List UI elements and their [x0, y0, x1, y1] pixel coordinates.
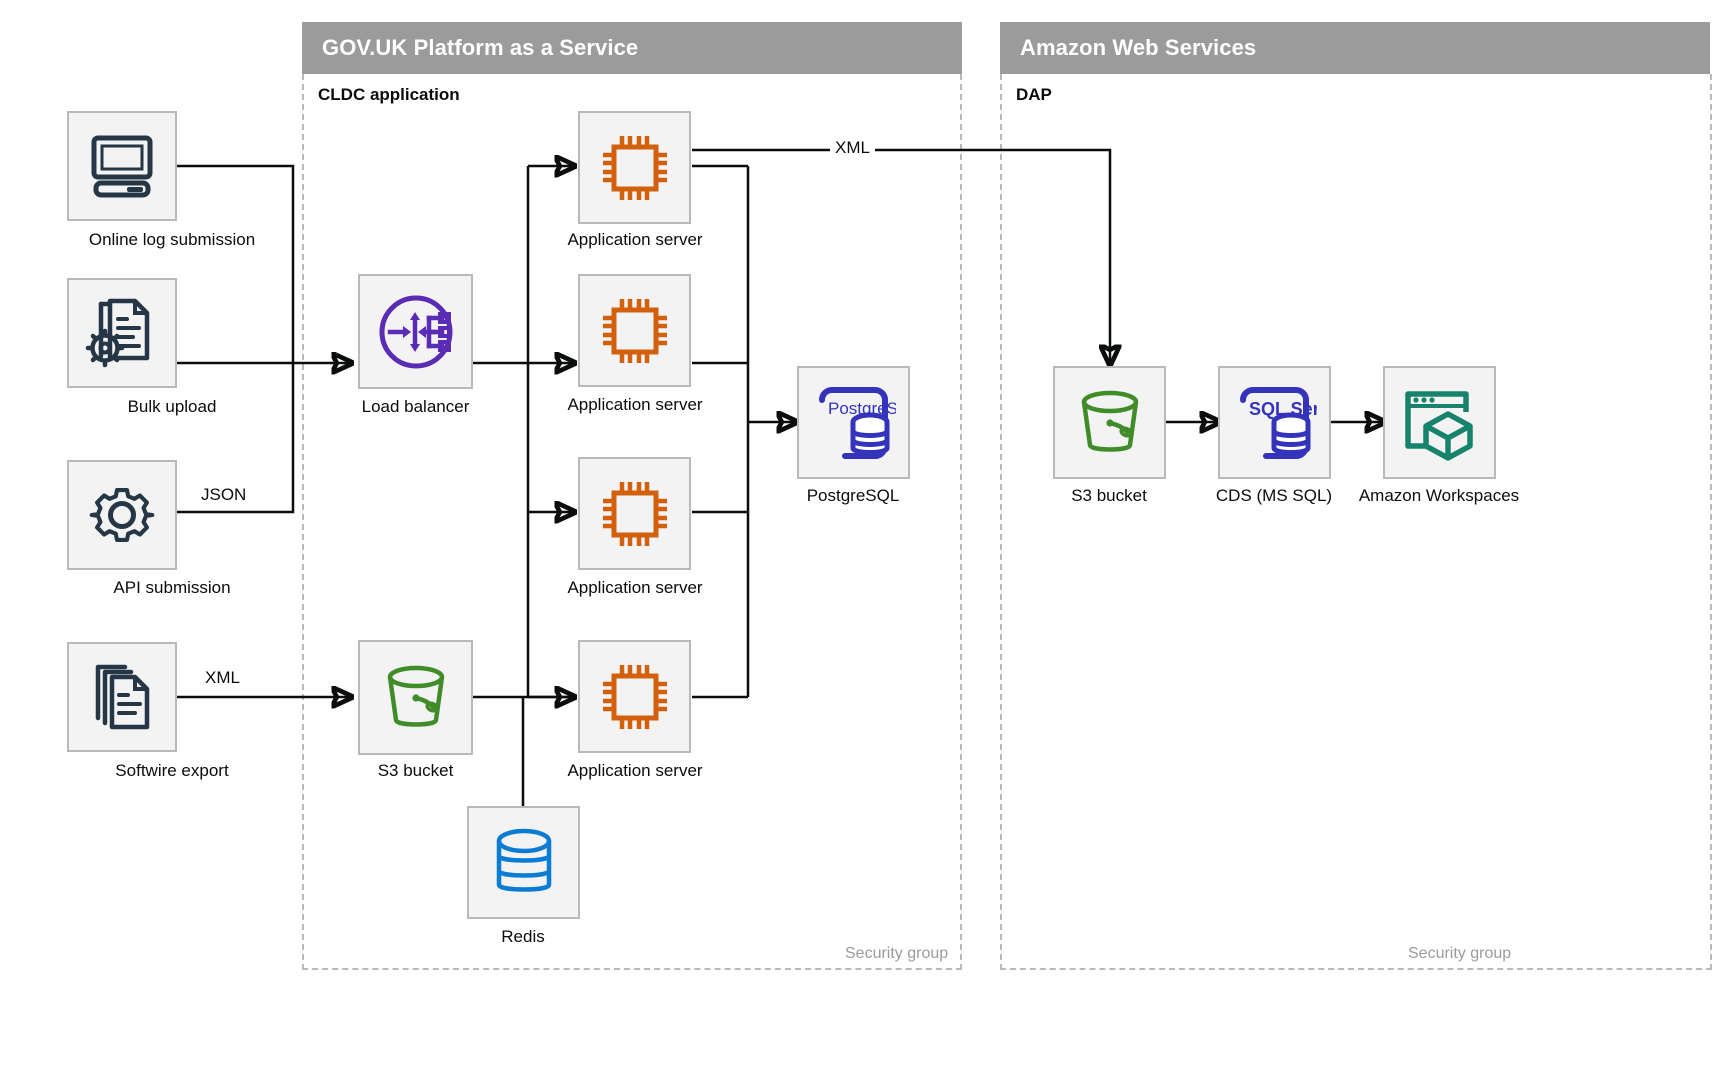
node-label-app-server-2: Application server: [567, 395, 703, 414]
node-label-online-log-submission: Online log submission: [88, 230, 256, 249]
sql-server-icon: SQL Server: [1239, 386, 1317, 459]
node-box-postgresql: PostgreSQL: [797, 366, 910, 479]
node-label-s3-bucket-paas: S3 bucket: [377, 761, 454, 780]
node-label-load-balancer: Load balancer: [361, 397, 470, 416]
documents-stack-icon: [95, 664, 150, 730]
node-box-api-submission: [67, 460, 177, 570]
group-body-aws: [1000, 74, 1712, 970]
edge-label-xml-softwire: XML: [200, 668, 245, 688]
bucket-icon: [1081, 390, 1138, 452]
node-amazon-workspaces[interactable]: [1383, 366, 1496, 479]
node-load-balancer[interactable]: [358, 274, 473, 389]
node-app-server-4[interactable]: [578, 640, 691, 753]
node-label-softwire-export: Softwire export: [115, 761, 229, 780]
node-s3-bucket-dap[interactable]: [1053, 366, 1166, 479]
node-label-postgresql: PostgreSQL: [806, 486, 900, 505]
node-app-server-1[interactable]: [578, 111, 691, 224]
group-header-aws: Amazon Web Services: [1000, 22, 1710, 74]
node-postgresql[interactable]: PostgreSQL: [797, 366, 910, 479]
cpu-chip-icon: [602, 664, 667, 729]
node-label-api-submission: API submission: [113, 578, 231, 597]
database-cylinder-icon: [496, 828, 551, 892]
group-body-paas: [302, 74, 962, 970]
node-softwire-export[interactable]: [67, 642, 177, 752]
node-box-load-balancer: [358, 274, 473, 389]
postgresql-badge-text: PostgreSQL: [828, 399, 896, 418]
node-label-cds-ms-sql: CDS (MS SQL): [1215, 486, 1333, 505]
postgresql-icon: PostgreSQL: [818, 386, 896, 459]
node-box-s3-bucket-paas: [358, 640, 473, 755]
edge-label-xml-app: XML: [830, 138, 875, 158]
cpu-chip-icon: [602, 298, 667, 363]
node-box-amazon-workspaces: [1383, 366, 1496, 479]
cpu-chip-icon: [602, 481, 667, 546]
node-redis[interactable]: [467, 806, 580, 919]
node-box-app-server-1: [578, 111, 691, 224]
node-cds-ms-sql[interactable]: SQL Server: [1218, 366, 1331, 479]
group-subtitle-cldc-application: CLDC application: [318, 85, 460, 104]
node-s3-bucket-paas[interactable]: [358, 640, 473, 755]
gear-icon: [89, 488, 155, 542]
edge-label-json: JSON: [196, 485, 252, 505]
node-label-amazon-workspaces: Amazon Workspaces: [1358, 486, 1520, 505]
node-label-s3-bucket-dap: S3 bucket: [1071, 486, 1147, 505]
load-balancer-icon: [379, 295, 452, 368]
node-box-online-log-submission: [67, 111, 177, 221]
node-box-redis: [467, 806, 580, 919]
node-bulk-upload[interactable]: [67, 278, 177, 388]
node-app-server-2[interactable]: [578, 274, 691, 387]
node-label-app-server-4: Application server: [567, 761, 703, 780]
group-subtitle-dap: DAP: [1016, 85, 1052, 104]
node-box-cds-ms-sql: SQL Server: [1218, 366, 1331, 479]
group-title-paas: GOV.UK Platform as a Service: [322, 35, 639, 60]
node-online-log-submission[interactable]: [67, 111, 177, 221]
document-gear-icon: [85, 298, 150, 368]
group-header-paas: GOV.UK Platform as a Service: [302, 22, 962, 74]
node-box-bulk-upload: [67, 278, 177, 388]
node-box-app-server-4: [578, 640, 691, 753]
bucket-icon: [387, 665, 444, 727]
node-api-submission[interactable]: [67, 460, 177, 570]
node-box-app-server-2: [578, 274, 691, 387]
security-group-label-aws: Security group: [1408, 945, 1512, 962]
node-label-app-server-1: Application server: [567, 230, 703, 249]
node-box-app-server-3: [578, 457, 691, 570]
node-box-softwire-export: [67, 642, 177, 752]
node-label-app-server-3: Application server: [567, 578, 703, 597]
workspaces-cube-icon: [1404, 390, 1473, 461]
security-group-label-paas: Security group: [845, 945, 949, 962]
node-label-bulk-upload: Bulk upload: [127, 397, 217, 416]
desktop-computer-icon: [91, 135, 153, 198]
node-app-server-3[interactable]: [578, 457, 691, 570]
group-title-aws: Amazon Web Services: [1020, 35, 1257, 60]
node-box-s3-bucket-dap: [1053, 366, 1166, 479]
node-label-redis: Redis: [501, 927, 545, 946]
cpu-chip-icon: [602, 135, 667, 200]
